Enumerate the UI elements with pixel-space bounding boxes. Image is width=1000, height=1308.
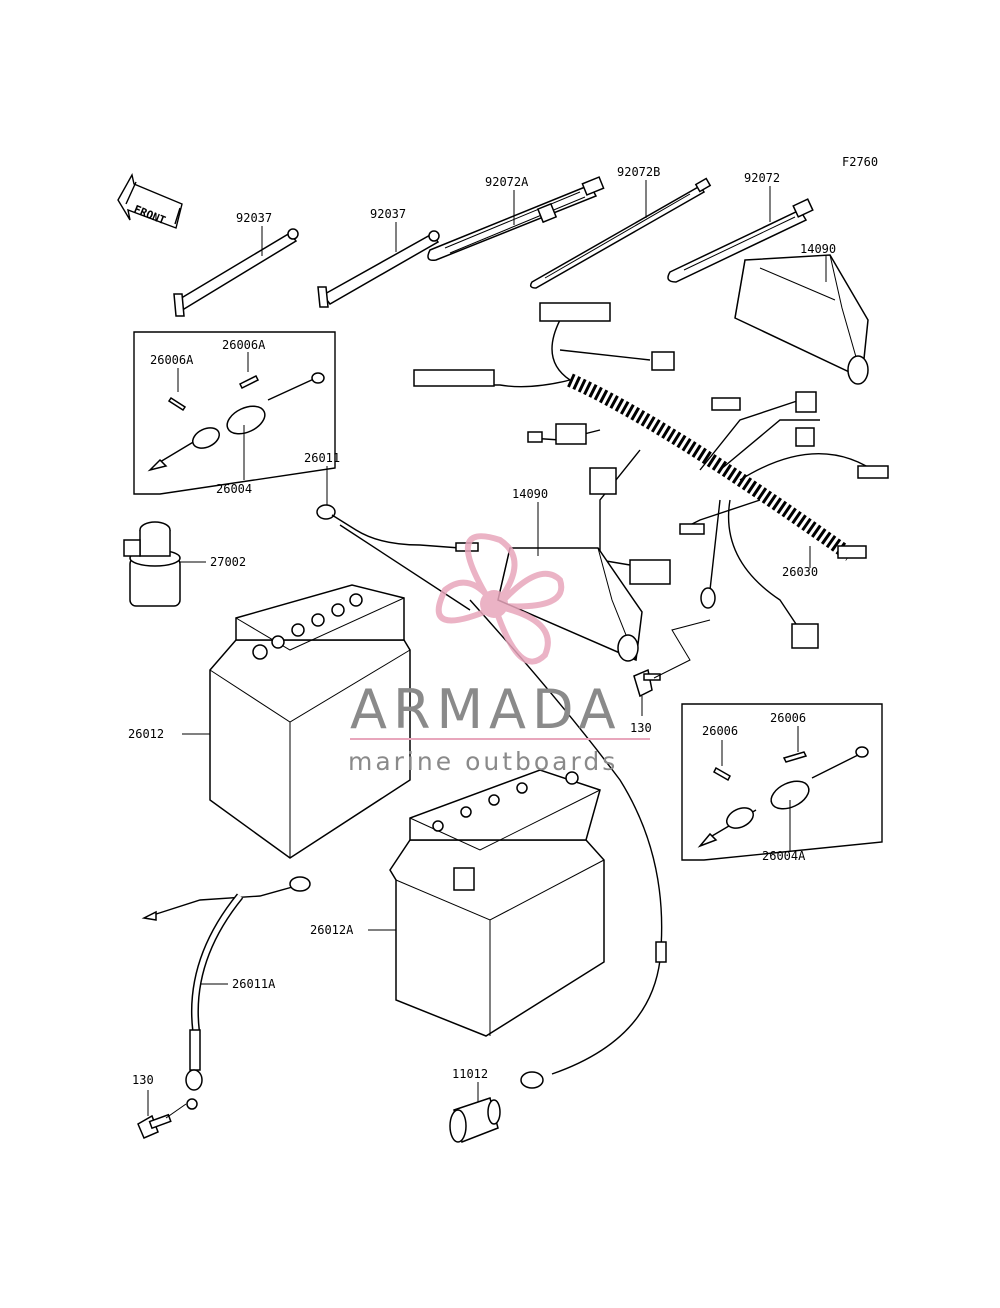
bolt-130-bottom [137, 1103, 187, 1139]
battery-26012A [389, 769, 605, 1037]
battery-26012 [209, 584, 411, 859]
callout-92037-right: 92037 [370, 207, 406, 221]
callout-92072: 92072 [744, 171, 780, 185]
band-92072B [529, 177, 712, 289]
battery-lead-cable [469, 599, 663, 1075]
terminal-cap-11012 [449, 1097, 501, 1144]
callout-26006-right: 26006 [770, 711, 806, 725]
callout-26004A: 26004A [762, 849, 806, 863]
callout-26006-left: 26006 [702, 724, 738, 738]
wiring-harness-26030 [413, 302, 889, 649]
band-92072A [427, 176, 605, 262]
callout-92072A: 92072A [485, 175, 529, 189]
callout-11012: 11012 [452, 1067, 488, 1081]
battery-cable-26011A [141, 876, 311, 1110]
watermark-brand: ARMADA [350, 678, 622, 741]
bolt-130-mid [633, 619, 711, 698]
propeller-logo-icon [435, 533, 565, 665]
fuse-kit-box-26004A: 26006 26006 26004A [681, 703, 883, 863]
front-arrow-icon: FRONT [117, 173, 183, 229]
battery-strap-right [317, 230, 440, 308]
callout-26004: 26004 [216, 482, 252, 496]
armada-watermark: ARMADA marine outboards [348, 533, 650, 776]
callout-130-mid: 130 [630, 721, 652, 735]
callout-26011: 26011 [304, 451, 340, 465]
callout-26011A: 26011A [232, 977, 276, 991]
band-92072 [667, 198, 814, 283]
starter-relay-27002 [123, 521, 181, 607]
figure-code: F2760 [842, 155, 878, 169]
callout-26030: 26030 [782, 565, 818, 579]
callout-14090-mid: 14090 [512, 487, 548, 501]
callout-26012: 26012 [128, 727, 164, 741]
front-label: FRONT [132, 203, 168, 228]
callout-26006A-right: 26006A [222, 338, 266, 352]
battery-strap-left [173, 228, 299, 317]
callout-26012A: 26012A [310, 923, 354, 937]
callout-130-bottom: 130 [132, 1073, 154, 1087]
fuse-kit-box-26004: 26006A 26006A 26004 [133, 331, 336, 496]
harness-cover-top [734, 254, 869, 385]
callout-26006A-left: 26006A [150, 353, 194, 367]
watermark-tagline: marine outboards [348, 747, 618, 776]
callout-92037-left: 92037 [236, 211, 272, 225]
callout-92072B: 92072B [617, 165, 660, 179]
callout-27002: 27002 [210, 555, 246, 569]
callout-14090-top: 14090 [800, 242, 836, 256]
